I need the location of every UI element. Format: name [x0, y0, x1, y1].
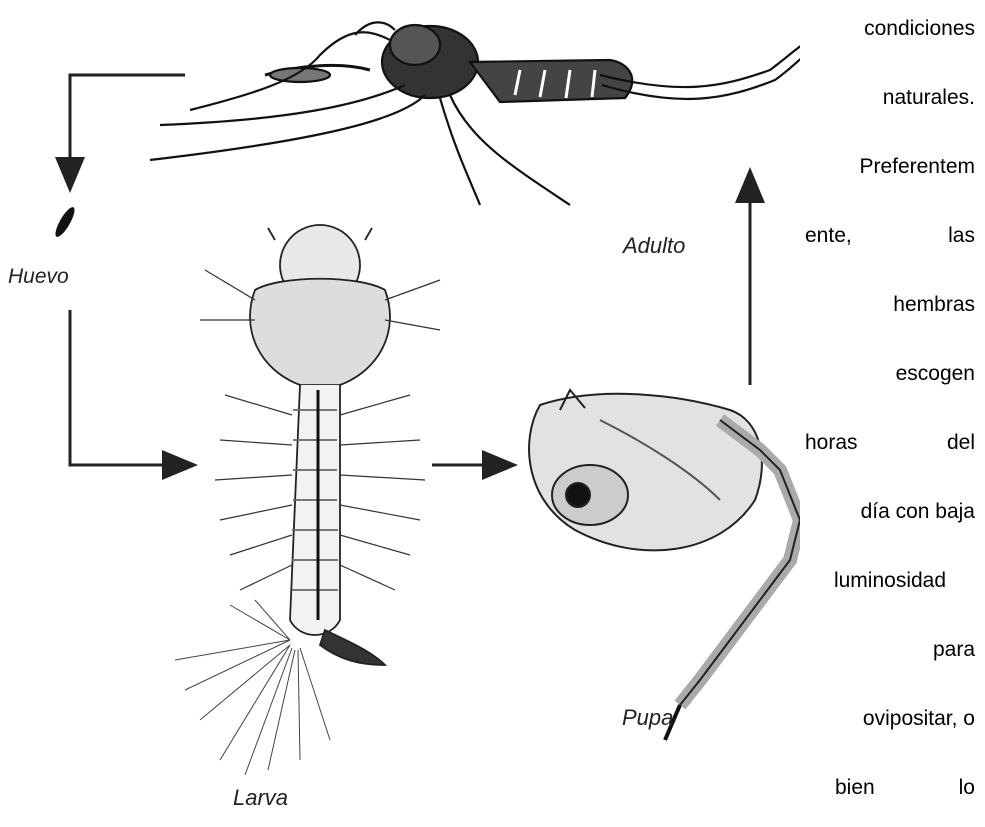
- side-paragraph: condiciones naturales. Preferentem ente,…: [805, 0, 975, 827]
- pupa-drawing: [529, 390, 800, 740]
- text-line-5: hembras: [805, 291, 975, 319]
- text-word: las: [948, 222, 975, 250]
- life-cycle-illustration: [0, 0, 800, 827]
- label-egg: Huevo: [8, 265, 69, 289]
- text-word: bien: [835, 774, 875, 802]
- text-line-4: ente, las: [805, 222, 975, 250]
- label-adult: Adulto: [623, 233, 685, 259]
- text-line-9: luminosidad: [805, 567, 975, 595]
- text-word: horas: [805, 429, 858, 457]
- mosquito-life-cycle-figure: Adulto Huevo Larva Pupa: [0, 0, 800, 827]
- text-line-8: día con baja: [805, 498, 975, 526]
- text-word: lo: [959, 774, 975, 802]
- adult-mosquito-drawing: [150, 22, 800, 205]
- text-line-3: Preferentem: [805, 153, 975, 181]
- text-word: del: [947, 429, 975, 457]
- label-pupa: Pupa: [622, 705, 673, 731]
- text-line-10: para: [805, 636, 975, 664]
- text-line-12: bien lo: [805, 774, 975, 802]
- label-larva: Larva: [233, 785, 288, 811]
- text-line-6: escogen: [805, 360, 975, 388]
- text-word: ente,: [805, 222, 852, 250]
- text-line-7: horas del: [805, 429, 975, 457]
- larva-drawing: [175, 225, 440, 775]
- arrow-egg-to-larva: [70, 310, 180, 465]
- egg-drawing: [52, 205, 78, 239]
- text-line-2: naturales.: [805, 84, 975, 112]
- text-line-11: ovipositar, o: [805, 705, 975, 733]
- text-line-1: condiciones: [805, 15, 975, 43]
